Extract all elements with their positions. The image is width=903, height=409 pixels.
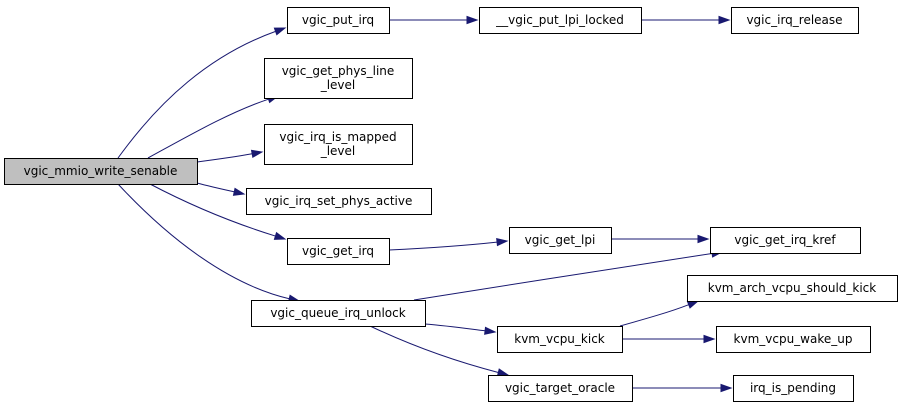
node-vgic-get-irq-kref[interactable]: vgic_get_irq_kref (710, 227, 861, 254)
node-box[interactable] (287, 7, 390, 34)
edge-arrowhead (703, 334, 716, 344)
node-box[interactable] (488, 375, 633, 402)
edge-vgic_mmio_write_senable-to-vgic_get_phys_line_level (147, 95, 280, 159)
node-label: vgic_queue_irq_unlock (270, 306, 405, 320)
edge-vgic_put_irq-to-vgic_put_lpi_locked (389, 15, 479, 25)
node-label: vgic_irq_set_phys_active (265, 194, 413, 208)
node-box[interactable] (687, 275, 898, 302)
node-label: vgic_put_irq (302, 13, 374, 27)
edge-arrowhead (697, 234, 710, 244)
node-box[interactable] (710, 227, 861, 254)
edge-arrowhead (466, 15, 479, 25)
edge-line (413, 252, 713, 301)
nodes-layer: vgic_mmio_write_senable vgic_put_irq __vgi… (4, 7, 898, 402)
edge-arrowhead (496, 368, 510, 377)
node-box[interactable] (731, 7, 859, 34)
node-kvm-vcpu-wake-up[interactable]: kvm_vcpu_wake_up (716, 326, 871, 353)
node-vgic-put-irq[interactable]: vgic_put_irq (287, 7, 390, 34)
node-label: kvm_vcpu_wake_up (734, 332, 853, 346)
edge-arrowhead (273, 231, 287, 240)
node-label: vgic_irq_is_mapped (279, 130, 396, 144)
edge-arrowhead (232, 187, 246, 196)
edge-line (619, 304, 689, 327)
edge-line (388, 241, 498, 251)
node-kvm-arch-vcpu-should-kick[interactable]: kvm_arch_vcpu_should_kick (687, 275, 898, 302)
node-label: kvm_arch_vcpu_should_kick (708, 281, 877, 295)
edge-vgic_get_irq-to-vgic_get_lpi (388, 237, 509, 251)
node-box[interactable] (251, 300, 426, 327)
node-box[interactable] (479, 7, 642, 34)
edge-line (149, 183, 276, 237)
edge-arrowhead (720, 383, 733, 393)
node-vgic-put-lpi-locked[interactable]: __vgic_put_lpi_locked (479, 7, 642, 34)
node-label: kvm_vcpu_kick (514, 332, 605, 346)
node-vgic-get-lpi[interactable]: vgic_get_lpi (509, 227, 612, 254)
edge-arrowhead (484, 326, 497, 335)
edge-vgic_mmio_write_senable-to-vgic_get_irq (149, 183, 287, 240)
node-label: _level (320, 78, 356, 92)
node-box[interactable] (509, 227, 612, 254)
edge-line (369, 325, 499, 373)
node-label: vgic_get_lpi (525, 233, 596, 247)
edge-vgic_put_lpi_locked-to-vgic_irq_release (641, 15, 731, 25)
edge-arrowhead (718, 15, 731, 25)
edge-vgic_queue_irq_unlock-to-kvm_vcpu_kick (424, 323, 497, 335)
edge-vgic_mmio_write_senable-to-vgic_irq_set_phys_active (196, 182, 246, 196)
node-box[interactable] (497, 326, 623, 353)
node-label: irq_is_pending (750, 381, 836, 395)
node-box[interactable] (4, 158, 198, 185)
edge-line (196, 182, 235, 193)
node-vgic-mmio-write-senable[interactable]: vgic_mmio_write_senable (4, 158, 198, 185)
node-label: __vgic_put_lpi_locked (495, 13, 624, 27)
edge-line (117, 183, 290, 300)
node-kvm-vcpu-kick[interactable]: kvm_vcpu_kick (497, 326, 623, 353)
edge-kvm_vcpu_kick-to-kvm_arch_vcpu_should_kick (619, 300, 700, 327)
node-label: vgic_get_phys_line (282, 64, 395, 78)
edge-arrowhead (496, 237, 509, 247)
node-vgic-irq-set-phys-active[interactable]: vgic_irq_set_phys_active (246, 188, 432, 215)
node-label: vgic_target_oracle (505, 381, 615, 395)
edge-kvm_vcpu_kick-to-kvm_vcpu_wake_up (622, 334, 716, 344)
edge-line (424, 323, 486, 332)
edge-arrowhead (273, 27, 287, 36)
edge-line (196, 153, 253, 163)
edge-vgic_mmio_write_senable-to-vgic_irq_is_mapped_level (196, 149, 264, 163)
edge-arrowhead (686, 300, 700, 309)
node-box[interactable] (716, 326, 871, 353)
edge-vgic_target_oracle-to-irq_is_pending (631, 383, 733, 393)
node-label: vgic_get_irq_kref (734, 233, 836, 247)
node-vgic-irq-release[interactable]: vgic_irq_release (731, 7, 859, 34)
node-vgic-irq-is-mapped-level[interactable]: vgic_irq_is_mapped_level (264, 124, 413, 165)
node-vgic-queue-irq-unlock[interactable]: vgic_queue_irq_unlock (251, 300, 426, 327)
node-label: _level (320, 144, 356, 158)
edge-vgic_queue_irq_unlock-to-vgic_get_irq_kref (413, 249, 724, 301)
edge-line (117, 30, 276, 159)
edge-vgic_mmio_write_senable-to-vgic_put_irq (117, 27, 287, 159)
node-vgic-get-phys-line-level[interactable]: vgic_get_phys_line_level (264, 58, 413, 99)
node-box[interactable] (287, 238, 390, 265)
node-vgic-get-irq[interactable]: vgic_get_irq (287, 238, 390, 265)
node-box[interactable] (264, 58, 413, 99)
node-box[interactable] (733, 375, 854, 402)
node-vgic-target-oracle[interactable]: vgic_target_oracle (488, 375, 633, 402)
node-label: vgic_irq_release (746, 13, 842, 27)
edge-line (147, 98, 269, 159)
node-irq-is-pending[interactable]: irq_is_pending (733, 375, 854, 402)
edge-vgic_get_lpi-to-vgic_get_irq_kref (611, 234, 710, 244)
node-box[interactable] (264, 124, 413, 165)
node-box[interactable] (246, 188, 432, 215)
edge-arrowhead (250, 149, 264, 159)
node-label: vgic_get_irq (302, 244, 374, 258)
node-label: vgic_mmio_write_senable (24, 164, 178, 178)
